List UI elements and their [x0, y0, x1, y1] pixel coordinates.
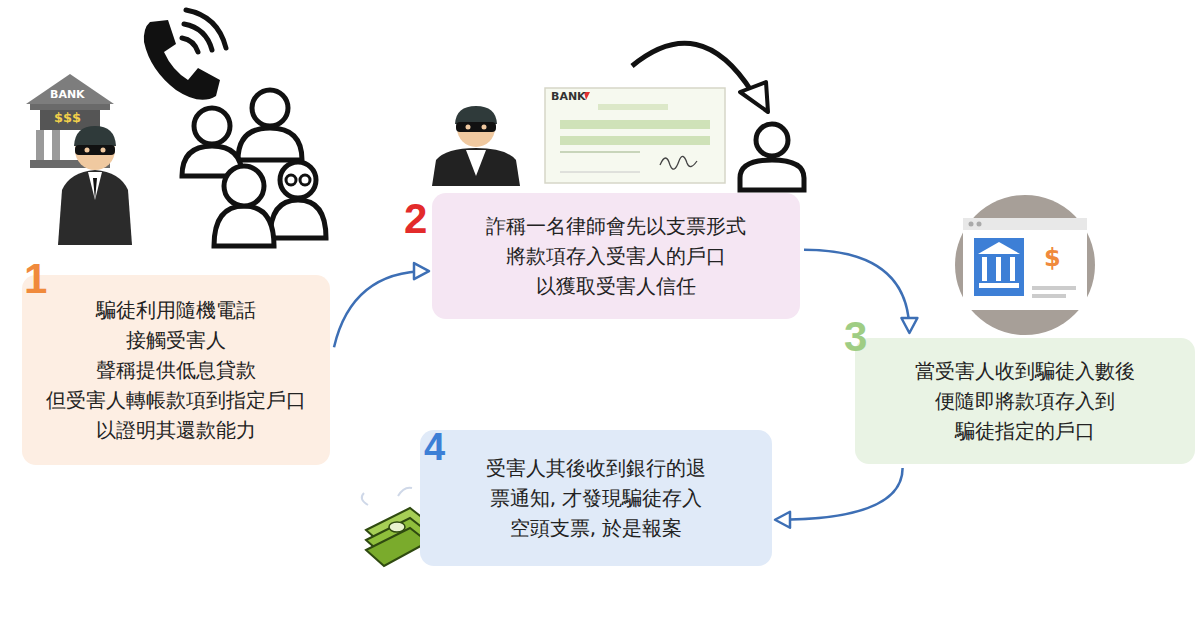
- flow-arrow: [776, 468, 903, 520]
- text-line: 以獲取受害人信任: [486, 271, 746, 301]
- victims-group: [182, 90, 326, 246]
- lawyer-thief: [432, 106, 520, 186]
- step-box: 騙徒利用隨機電話 接觸受害人 聲稱提供低息貸款 但受害人轉帳款項到指定戶口 以證…: [22, 275, 330, 465]
- text-line: 聲稱提供低息貸款: [46, 355, 306, 385]
- thief-suit: [58, 126, 132, 245]
- text-line: 接觸受害人: [46, 325, 306, 355]
- step-box: 詐稱一名律師會先以支票形式 將款項存入受害人的戶口 以獲取受害人信任: [432, 193, 800, 319]
- text-line: 當受害人收到騙徒入數後: [915, 356, 1135, 386]
- phone-icon: [144, 10, 226, 100]
- text-line: 詐稱一名律師會先以支票形式: [486, 211, 746, 241]
- cheque: [545, 88, 725, 183]
- callout-number: 1: [24, 258, 47, 300]
- money-sign: $$$: [54, 111, 81, 124]
- online-bank-icon: [955, 195, 1095, 335]
- step-text: 當受害人收到騙徒入數後 便隨即將款項存入到 騙徒指定的戶口: [915, 356, 1135, 446]
- step-text: 騙徒利用隨機電話 接觸受害人 聲稱提供低息貸款 但受害人轉帳款項到指定戶口 以證…: [46, 295, 306, 445]
- callout-number: 3: [844, 316, 867, 358]
- text-line: 但受害人轉帳款項到指定戶口: [46, 385, 306, 415]
- text-line: 騙徒利用隨機電話: [46, 295, 306, 325]
- text-line: 以證明其還款能力: [46, 415, 306, 445]
- callout-number: 4: [424, 428, 445, 466]
- bank-building: [26, 74, 114, 168]
- money-stack: [362, 488, 428, 566]
- step-text: 詐稱一名律師會先以支票形式 將款項存入受害人的戶口 以獲取受害人信任: [486, 211, 746, 301]
- person-icon: [740, 124, 804, 190]
- text-line: 騙徒指定的戶口: [915, 416, 1135, 446]
- handover-arrow: [632, 43, 768, 112]
- step-text: 受害人其後收到銀行的退 票通知, 才發現騙徒存入 空頭支票, 於是報案: [482, 453, 710, 543]
- callout-number: 2: [404, 198, 427, 240]
- flow-arrow: [334, 271, 428, 347]
- step-box: 當受害人收到騙徒入數後 便隨即將款項存入到 騙徒指定的戶口: [855, 338, 1195, 464]
- step-box: 受害人其後收到銀行的退 票通知, 才發現騙徒存入 空頭支票, 於是報案: [420, 430, 772, 566]
- cheque-bank: BANK: [551, 91, 586, 102]
- text-line: 將款項存入受害人的戶口: [486, 241, 746, 271]
- text-line: 便隨即將款項存入到: [915, 386, 1135, 416]
- bank-sign: BANK: [50, 89, 85, 100]
- dollar-sign: $: [1044, 246, 1061, 270]
